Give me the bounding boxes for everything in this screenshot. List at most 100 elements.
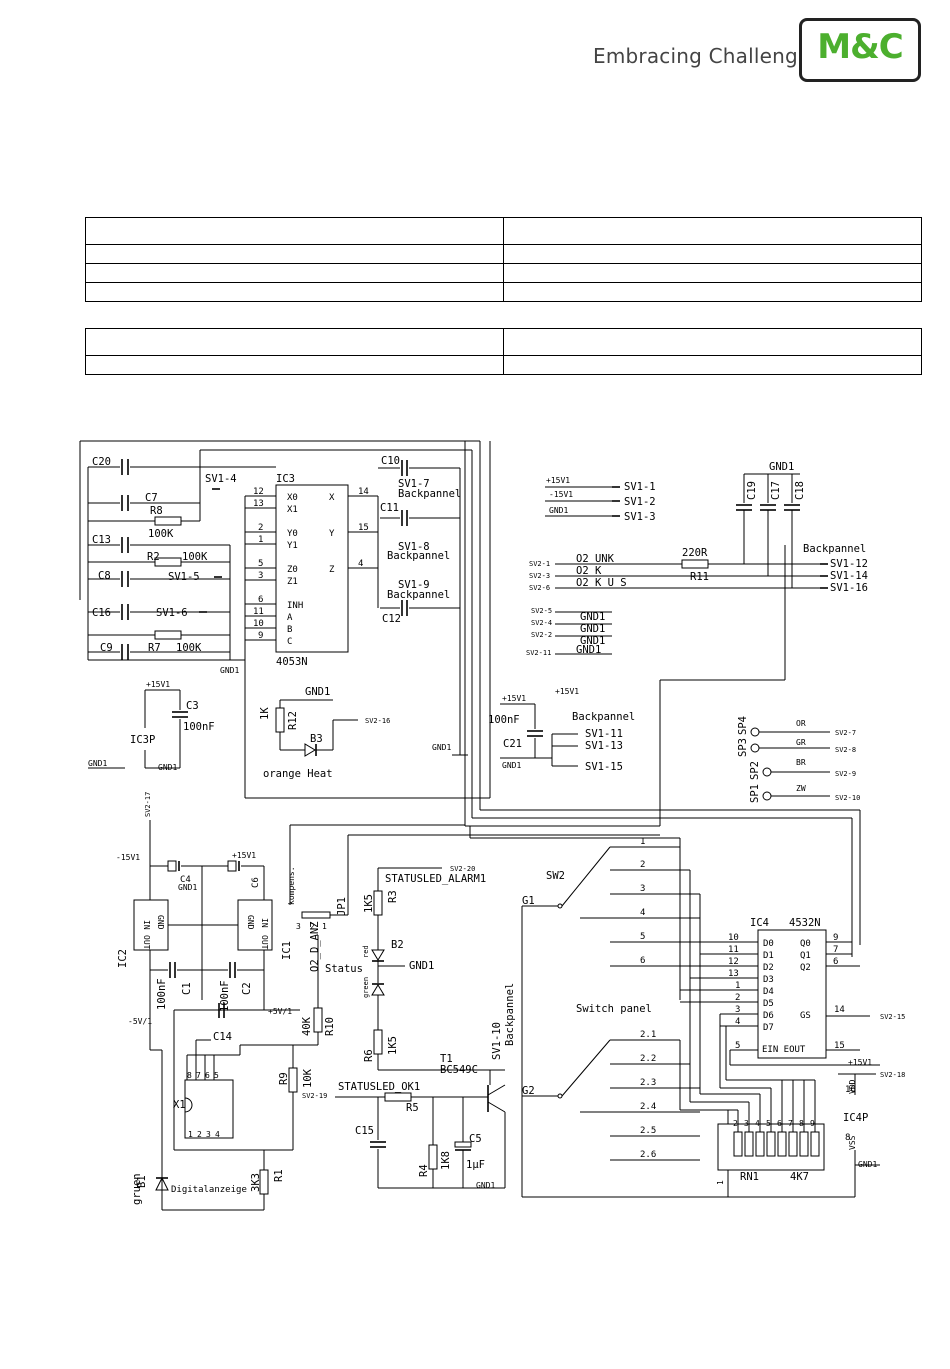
cap-name: C14 — [213, 1031, 232, 1043]
o2-d-anz: O2_D_ANZ — [309, 921, 321, 972]
ic4p-block: +15V1 SV2-18 VDD 16 IC4P VSS 8 GND1 — [838, 1058, 905, 1197]
sp-net: BR — [796, 758, 806, 767]
pin-num: 14 — [358, 487, 369, 497]
o2-block: GND1 C19 C17 C18 SV2-1 O2_UNK 220R R11 S… — [526, 461, 868, 657]
res-name: R3 — [387, 890, 399, 903]
res-name: R2 — [147, 551, 160, 563]
jp-pin: 3 — [296, 922, 301, 931]
pin-num: 1 — [258, 535, 263, 545]
cap-label: C17 — [770, 481, 782, 500]
x1-pin: 1 — [188, 1130, 193, 1139]
gnd-label: GND1 — [580, 611, 605, 623]
pin-label: A — [287, 613, 293, 623]
pin-num: 4 — [735, 1017, 740, 1027]
cap-label: C18 — [794, 481, 806, 500]
rn-pin1: 1 — [716, 1180, 725, 1185]
pin-num: 10 — [253, 619, 264, 629]
pin-label: D6 — [763, 1011, 774, 1021]
pin-num: 15 — [358, 523, 369, 533]
x1-pin: 5 — [214, 1071, 219, 1080]
pin-num: 9 — [833, 933, 838, 943]
sp-sv: SV2-8 — [835, 746, 856, 754]
gs-label: GS — [800, 1011, 811, 1021]
pin-label: OUT — [260, 935, 269, 950]
pin-num: 4 — [358, 559, 363, 569]
sv-out: SV1-11 — [585, 728, 623, 740]
header-slogan: Embracing Challenge — [593, 44, 811, 68]
red-label: red — [362, 945, 370, 958]
pin-label: D1 — [763, 951, 774, 961]
info-table-top — [85, 217, 922, 302]
pin-num: 3 — [735, 1005, 740, 1015]
pin-num: 5 — [258, 559, 263, 569]
r12-b3: GND1 1K R12 SV2-16 B3 orange Heat — [259, 686, 390, 780]
pin-num: 6 — [833, 957, 838, 967]
sp-sv: SV2-10 — [835, 794, 860, 802]
pin-num: 3 — [258, 571, 263, 581]
ic-name: IC1 — [281, 941, 293, 960]
signal-wires — [200, 441, 861, 1000]
cap-label: C13 — [92, 534, 111, 546]
res-name: R10 — [324, 1017, 336, 1036]
backpannel: Backpannel — [803, 543, 866, 555]
rn1-elements — [733, 1131, 820, 1157]
src-label: SV2-3 — [529, 572, 550, 580]
sv-label: SV1-8 — [398, 541, 430, 553]
gnd-label: GND1 — [88, 759, 107, 768]
p5-label: +5V/1 — [268, 1007, 292, 1016]
p15-label: +15V1 — [555, 687, 579, 696]
pin-label: Z — [329, 565, 335, 575]
cap-name: C4 — [180, 875, 191, 885]
pin-label: X0 — [287, 493, 298, 503]
led-name: B1 — [136, 1175, 148, 1188]
gnd-label: GND1 — [476, 1181, 495, 1190]
x1-pin: 7 — [196, 1071, 201, 1080]
ic3p-name: IC3P — [130, 734, 155, 746]
gnd-label: GND1 — [580, 623, 605, 635]
x1-pin: 4 — [215, 1130, 220, 1139]
gnd-label: GND1 — [858, 1160, 877, 1169]
led-caption: gruen — [131, 1173, 143, 1205]
res-name: R11 — [690, 571, 709, 583]
mc-logo: M&C — [799, 18, 921, 82]
res-value: 1K5 — [387, 1036, 399, 1055]
res-value: 100K — [182, 551, 208, 563]
res-name: R9 — [278, 1072, 290, 1085]
pin-label: D4 — [763, 987, 774, 997]
x1-name: X1 — [173, 1099, 186, 1111]
res-value: 1K5 — [363, 894, 375, 913]
gnd-label: GND1 — [158, 763, 177, 772]
sw2-block: SW2 G1 1 2 3 4 5 6 Switch panel G2 2.1 2… — [521, 837, 855, 1198]
vss-label: VSS — [848, 1135, 857, 1150]
cap-label: C12 — [382, 613, 401, 625]
src-label: GND1 — [549, 506, 568, 515]
t1-name: T1 — [440, 1053, 453, 1065]
cap-label: C9 — [100, 642, 113, 654]
pin-num: 8 — [845, 1133, 850, 1143]
ic4-part: 4532N — [789, 917, 821, 929]
p15-label: +15V1 — [502, 694, 526, 703]
pin-num: 12 — [728, 957, 739, 967]
pin-label: Y1 — [287, 541, 298, 551]
sp-net: ZW — [796, 784, 806, 793]
pin-num: 7 — [833, 945, 838, 955]
pin-label: D2 — [763, 963, 774, 973]
sv-out: SV1-14 — [830, 570, 868, 582]
x1-pin: 8 — [187, 1071, 192, 1080]
sw-pos: 2.4 — [640, 1102, 656, 1112]
sw-g2: G2 — [522, 1085, 535, 1097]
backpannel: Backpannel — [398, 488, 461, 500]
pin-num: 11 — [253, 607, 264, 617]
res-name: R7 — [148, 642, 161, 654]
jp-name: JP1 — [336, 897, 348, 916]
sp-name: SP4 — [737, 716, 749, 735]
res-name: R1 — [273, 1169, 285, 1182]
ic3-name: IC3 — [276, 473, 295, 485]
src-label: +15V1 — [546, 476, 570, 485]
vdd-label: VDD — [848, 1079, 857, 1094]
sw-pos: 4 — [640, 908, 645, 918]
sw-pos: 2.6 — [640, 1150, 656, 1160]
sv-label: SV1-9 — [398, 579, 430, 591]
res-name: R5 — [406, 1102, 419, 1114]
